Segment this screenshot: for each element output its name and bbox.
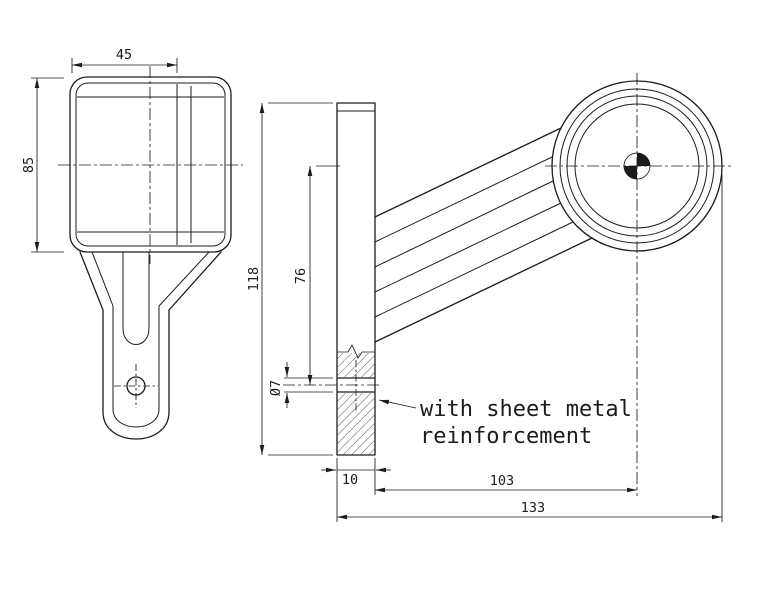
dim-overall-length-label: 133 [521,500,545,516]
dim-hole-diameter-label: Ø7 [268,380,284,396]
annotation-leader [378,399,417,409]
dim-plate-height-label: 118 [246,267,262,291]
dim-overall-length: 133 [337,174,723,522]
dim-axis-to-hole: 76 [293,165,340,385]
dim-lamp-height-label: 85 [21,157,37,173]
sheet-metal-hatch-lower [337,393,375,455]
side-view: 118 76 Ø7 10 103 [246,73,733,522]
dim-hole-diameter: Ø7 [268,362,333,408]
dim-plate-thickness: 10 [321,458,391,522]
dim-plate-height: 118 [246,102,333,456]
lamp-head [545,73,733,496]
front-view: 45 85 [21,47,243,440]
lamp-body-front [69,76,232,253]
lamp-arm [374,127,593,343]
dim-lamp-width: 45 [71,47,178,73]
annotation: with sheet metal reinforcement [378,397,632,449]
dim-plate-to-lamp-center: 103 [375,473,637,493]
dim-lamp-height: 85 [21,77,64,253]
annotation-line2: reinforcement [420,424,592,449]
dim-axis-to-hole-label: 76 [293,268,309,284]
dim-plate-to-lamp-center-label: 103 [490,473,514,489]
dim-plate-thickness-label: 10 [342,472,358,488]
dim-lamp-width-label: 45 [116,47,132,63]
mounting-bracket-front [79,251,222,440]
mounting-plate [283,102,380,456]
annotation-line1: with sheet metal [420,397,632,422]
